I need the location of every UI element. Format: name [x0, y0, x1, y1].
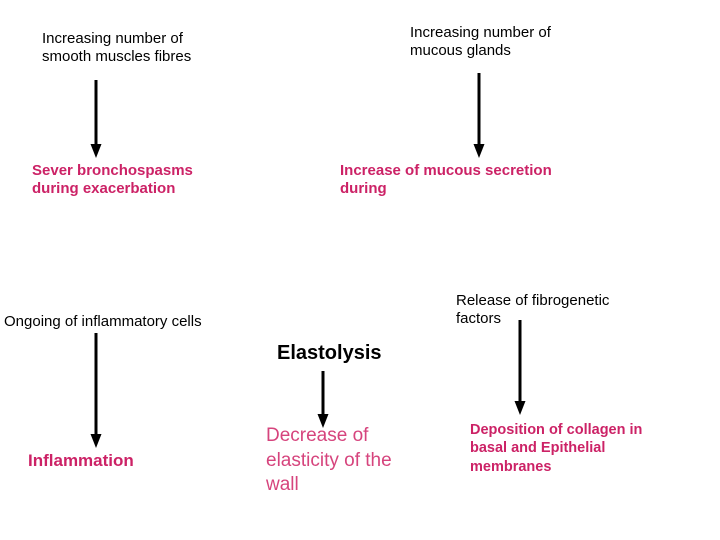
- effect-collagen-deposition: Deposition of collagen in basal and Epit…: [470, 422, 643, 475]
- arrow-elastolysis-to-elasticity: [315, 371, 331, 430]
- arrow-fibrogenetic-to-collagen: [512, 320, 528, 417]
- cause-smooth-muscle-fibres: Increasing number of smooth muscles fibr…: [42, 30, 192, 66]
- arrow-inflammatory-cells-to-inflammation: [88, 333, 104, 450]
- cause-mucous-glands: Increasing number of mucous glands: [410, 24, 551, 60]
- cause-ongoing-inflammatory-cells: Ongoing of inflammatory cells: [4, 313, 202, 330]
- arrow-smooth-muscle-to-bronchospasms: [88, 80, 104, 160]
- effect-increase-mucous-secretion: Increase of mucous secretion during: [340, 162, 552, 198]
- effect-severe-bronchospasms: Sever bronchospasms during exacerbation: [32, 162, 193, 198]
- arrow-mucous-glands-to-secretion: [471, 73, 487, 160]
- cause-release-fibrogenetic-factors: Release of fibrogenetic factors: [456, 292, 610, 328]
- effect-inflammation: Inflammation: [28, 451, 134, 470]
- effect-decrease-elasticity: Decrease of elasticity of the wall: [266, 425, 392, 496]
- cause-elastolysis: Elastolysis: [277, 342, 382, 364]
